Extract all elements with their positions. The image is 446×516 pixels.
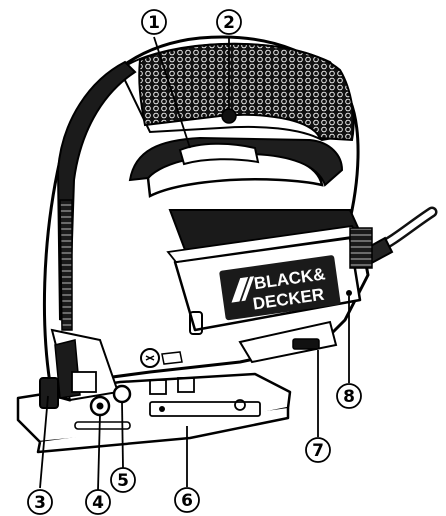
ventilation-grille xyxy=(138,42,355,142)
blade-clamp xyxy=(39,371,132,417)
callout-8-number: 8 xyxy=(343,387,355,407)
callout-4-number: 4 xyxy=(92,493,104,513)
callout-4: 4 xyxy=(85,489,111,515)
callout-1: 1 xyxy=(141,9,167,35)
callout-2-number: 2 xyxy=(223,13,235,33)
callout-8: 8 xyxy=(336,383,362,409)
callout-5: 5 xyxy=(110,467,136,493)
blade-guide-roller-icon xyxy=(112,384,132,404)
power-cord xyxy=(358,206,438,268)
callout-6-number: 6 xyxy=(181,491,193,511)
orbital-action-icon xyxy=(140,348,183,368)
callout-leaders xyxy=(39,36,350,491)
callout-3-number: 3 xyxy=(34,493,46,513)
callout-6: 6 xyxy=(174,487,200,513)
callout-7-number: 7 xyxy=(312,441,324,461)
on-off-switch xyxy=(178,142,260,166)
pendulum-selector xyxy=(292,338,320,350)
tool-housing xyxy=(42,35,373,402)
callout-7: 7 xyxy=(305,437,331,463)
callout-2: 2 xyxy=(216,9,242,35)
callout-3: 3 xyxy=(27,489,53,515)
callout-5-number: 5 xyxy=(117,471,129,491)
callout-1-number: 1 xyxy=(148,13,160,33)
